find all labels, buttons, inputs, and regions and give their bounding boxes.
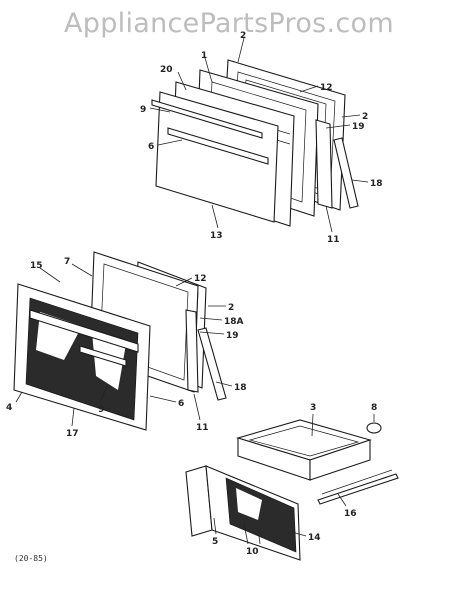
door-handle-lower — [29, 309, 139, 353]
door-hinge-lower — [185, 309, 199, 393]
door-trim-strip-upper — [151, 99, 263, 139]
door-side-trim-lower — [197, 327, 227, 401]
callout-label: 8 — [371, 403, 377, 413]
callout-label: 11 — [327, 235, 340, 245]
callout-label: 19 — [352, 122, 365, 132]
drawer-knob — [366, 422, 382, 434]
callout-label: 14 — [308, 533, 321, 543]
door-handle-upper — [167, 127, 269, 165]
callout-label: 10 — [246, 547, 259, 557]
callout-label: 2 — [240, 31, 246, 41]
callout-label: 20 — [160, 65, 173, 75]
callout-label: 6 — [178, 399, 184, 409]
door-handle-lower-2 — [79, 345, 127, 367]
callout-label: 6 — [148, 142, 154, 152]
lower-door-assembly — [13, 251, 233, 431]
drawer-rail — [317, 473, 399, 505]
callout-label: 18 — [370, 179, 383, 189]
callout-label: 13 — [210, 231, 223, 241]
door-hinge-upper — [315, 119, 333, 209]
callout-label: 18A — [224, 317, 244, 327]
callout-label: 4 — [6, 403, 12, 413]
diagram-date-code: (20-85) — [14, 554, 48, 563]
callout-label: 2 — [362, 112, 368, 122]
door-outer-panel-upper — [155, 91, 279, 223]
drawer-pan-side — [309, 439, 371, 481]
drawer-assembly — [185, 413, 399, 561]
callout-label: 9 — [98, 405, 104, 415]
callout-label: 16 — [344, 509, 357, 519]
door-side-trim-upper — [333, 137, 359, 209]
callout-labels: 1 20 9 6 13 2 12 2 19 11 18 15 7 12 2 18… — [6, 31, 383, 557]
callout-label: 18 — [234, 383, 247, 393]
callout-label: 15 — [30, 261, 43, 271]
callout-label: 7 — [64, 257, 70, 267]
callout-label: 1 — [201, 51, 207, 61]
callout-label: 5 — [212, 537, 218, 547]
callout-label: 9 — [140, 105, 146, 115]
callout-label: 19 — [226, 331, 239, 341]
callout-label: 3 — [310, 403, 316, 413]
callout-label: 17 — [66, 429, 79, 439]
upper-door-assembly — [149, 37, 369, 233]
callout-label: 12 — [194, 274, 207, 284]
callout-label: 2 — [228, 303, 234, 313]
callout-label: 12 — [320, 83, 333, 93]
callout-label: 11 — [196, 423, 209, 433]
watermark: AppliancePartsPros.com — [64, 8, 394, 39]
